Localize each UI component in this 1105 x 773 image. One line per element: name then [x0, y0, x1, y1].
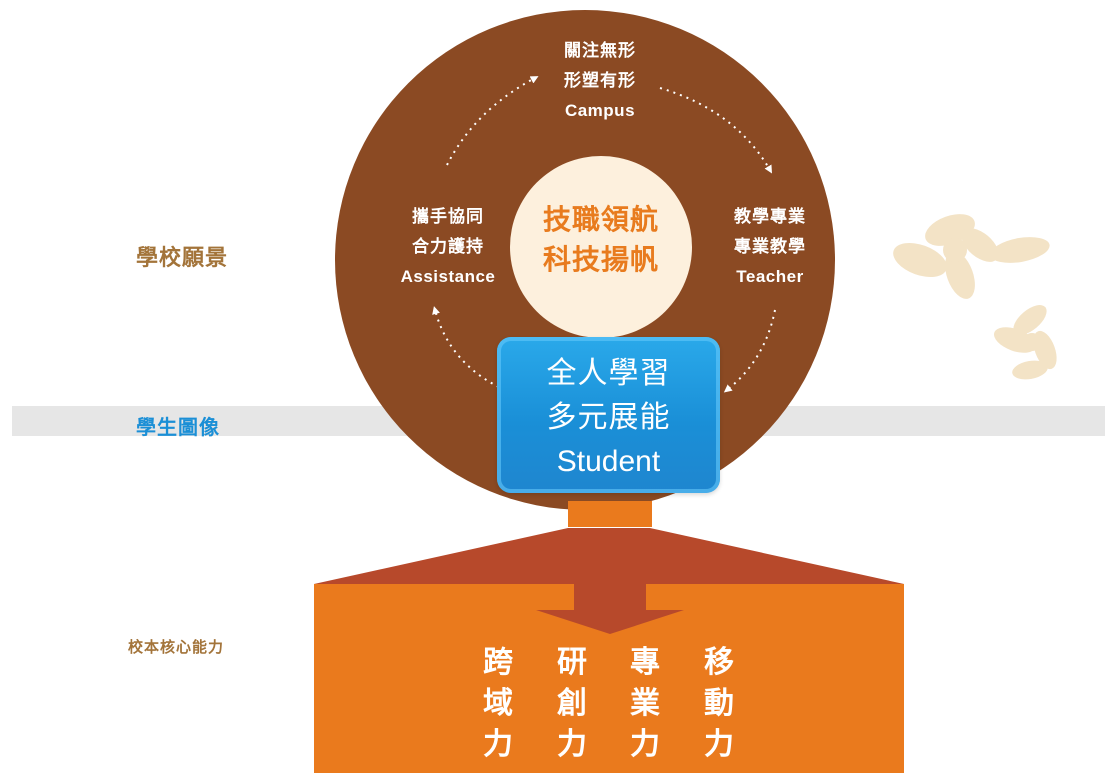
competency-char: 域 [483, 686, 513, 721]
campus-line-1: 關注無形 [564, 41, 636, 61]
center-line-2: 科技揚帆 [542, 243, 659, 276]
competency-char: 研 [557, 645, 587, 680]
vision-label: 學校願景 [136, 246, 229, 271]
assistance-line-1: 攜手協同 [412, 207, 484, 227]
competency-char: 專 [630, 645, 660, 680]
student-image-label: 學生圖像 [136, 415, 220, 439]
teacher-en: Teacher [736, 267, 804, 286]
assistance-line-2: 合力護持 [412, 237, 484, 257]
competency-column: 專 業 力 [625, 642, 665, 765]
campus-en: Campus [564, 101, 636, 120]
campus-line-2: 形塑有形 [564, 71, 636, 91]
student-line-2: 多元展能 [546, 400, 671, 435]
down-arrow-icon [536, 584, 684, 634]
flower-decoration-icon [893, 214, 1057, 380]
stem-connector [568, 501, 652, 527]
competency-char: 動 [704, 686, 734, 721]
core-competence-label: 校本核心能力 [128, 638, 225, 656]
student-line-1: 全人學習 [546, 356, 671, 391]
teacher-line-1: 教學專業 [734, 207, 806, 227]
node-campus: 關注無形 形塑有形 Campus [530, 36, 670, 126]
center-vision-text: 技職領航 科技揚帆 [510, 200, 692, 280]
center-disc [510, 156, 692, 338]
student-text: 全人學習 多元展能 Student [497, 352, 720, 484]
competency-char: 力 [630, 727, 660, 762]
competency-column: 研 創 力 [552, 642, 592, 765]
competency-char: 創 [557, 686, 587, 721]
teacher-line-2: 專業教學 [734, 237, 806, 257]
funnel-shape [314, 528, 904, 584]
center-line-1: 技職領航 [542, 203, 659, 236]
cycle-arrows [432, 76, 776, 393]
competency-char: 力 [483, 727, 513, 762]
node-assistance: 攜手協同 合力護持 Assistance [378, 202, 518, 292]
student-box [497, 337, 720, 493]
funnel-trapezoid [314, 528, 904, 584]
competency-char: 業 [630, 686, 660, 721]
competency-column: 移 動 力 [699, 642, 739, 765]
student-en: Student [556, 445, 661, 478]
arrow-assistance-to-campus [446, 76, 539, 166]
arrow-student-to-assistance [432, 306, 506, 391]
competency-char: 跨 [483, 645, 513, 680]
competency-column: 跨 域 力 [478, 642, 518, 765]
assistance-en: Assistance [400, 267, 496, 286]
competency-char: 力 [557, 727, 587, 762]
arrow-campus-to-teacher [659, 87, 773, 174]
competency-char: 移 [704, 645, 734, 680]
competency-char: 力 [704, 727, 734, 762]
arrow-teacher-to-student [723, 309, 776, 393]
node-teacher: 教學專業 專業教學 Teacher [700, 202, 840, 292]
